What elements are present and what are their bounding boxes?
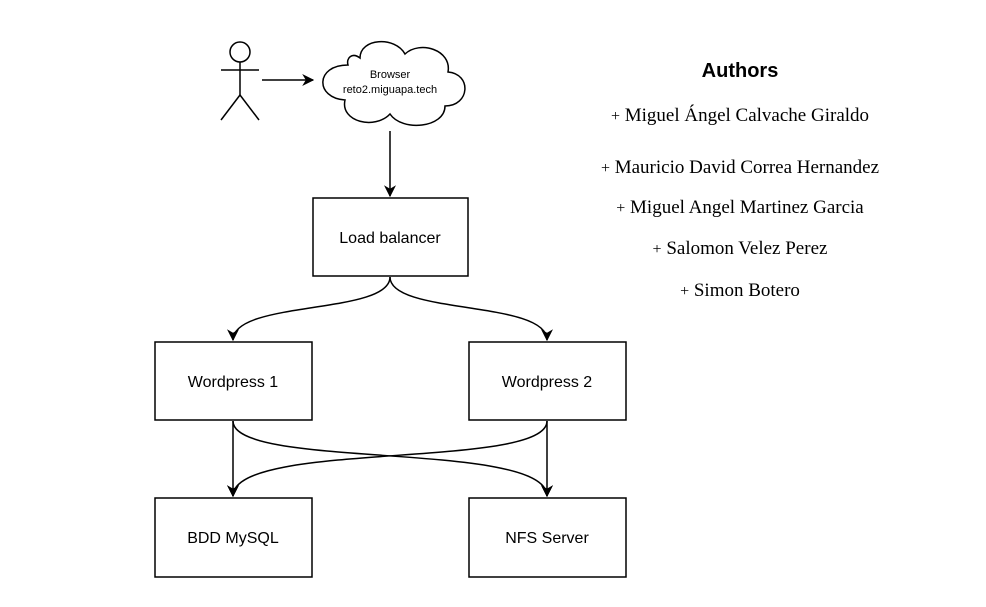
user-actor-icon [220,41,260,121]
wordpress-1-node: Wordpress 1 [154,341,313,421]
mysql-database-node: BDD MySQL [154,497,313,578]
author-bullet: + [680,283,690,300]
browser-url-label: reto2.miguapa.tech [343,84,437,96]
wordpress-2-label: Wordpress 2 [502,374,593,391]
load-balancer-label: Load balancer [339,230,441,247]
author-bullet: + [610,108,620,125]
load-balancer-node: Load balancer [312,197,469,277]
authors-title: Authors [701,60,779,82]
arrow-wp2-to-db [227,420,548,498]
author-item: + Mauricio David Correa Hernandez [560,157,920,179]
browser-cloud: Browser reto2.miguapa.tech [322,40,466,127]
author-name: Mauricio David Correa Hernandez [614,157,880,178]
author-bullet: + [600,160,610,177]
author-item: + Miguel Ángel Calvache Giraldo [560,105,920,127]
nfs-server-node: NFS Server [468,497,627,578]
nfs-server-label: NFS Server [505,530,589,547]
author-bullet: + [616,200,626,217]
author-bullet: + [652,241,662,258]
author-name: Salomon Velez Perez [666,238,828,259]
browser-label: Browser [370,69,411,81]
wordpress-2-node: Wordpress 2 [468,341,627,421]
author-name: Miguel Angel Martinez Garcia [630,197,864,218]
arrow-lb-to-wp2 [389,276,553,342]
arrow-lb-to-wp1 [227,276,391,342]
author-name: Miguel Ángel Calvache Giraldo [624,105,870,126]
author-item: + Miguel Angel Martinez Garcia [560,197,920,219]
author-item: + Salomon Velez Perez [560,238,920,260]
wordpress-1-label: Wordpress 1 [188,374,279,391]
author-item: + Simon Botero [560,280,920,302]
arrow-wp1-to-nfs [232,420,553,498]
mysql-database-label: BDD MySQL [187,530,279,547]
author-name: Simon Botero [693,280,800,301]
